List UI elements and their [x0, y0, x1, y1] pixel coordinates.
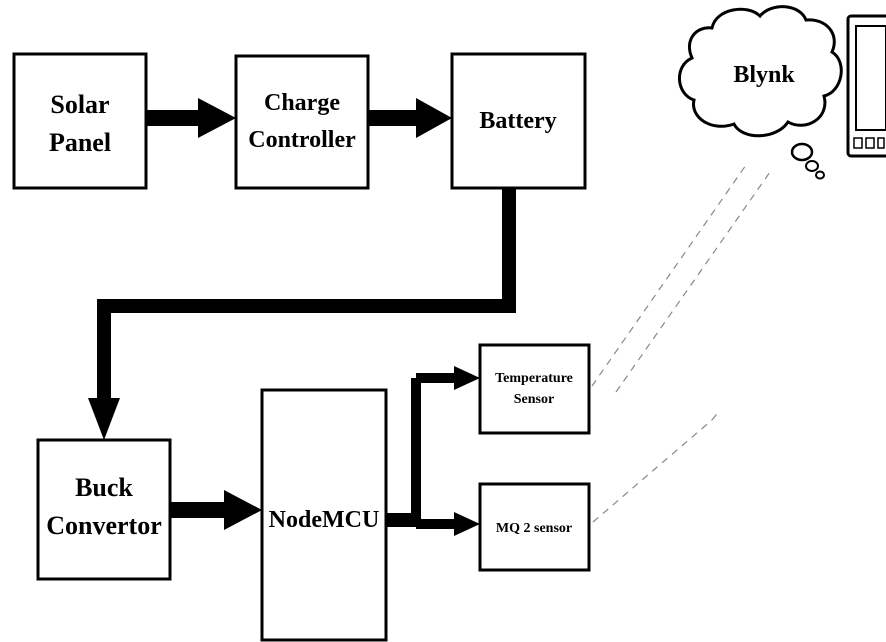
smartphone-icon	[846, 14, 886, 158]
mq2-sensor-block: MQ 2 sensor	[478, 482, 591, 572]
battery-label: Battery	[479, 108, 556, 134]
nodemcu-label: NodeMCU	[269, 507, 380, 533]
nodemcu-block: NodeMCU	[260, 388, 388, 642]
blynk-label: Blynk	[733, 62, 795, 88]
charge-controller-label-line1: Charge	[264, 90, 340, 116]
solar-panel-label-line1: Solar	[50, 90, 109, 119]
charge-controller-block: Charge Controller	[234, 54, 370, 190]
mq2-sensor-label: MQ 2 sensor	[496, 521, 572, 536]
buck-to-nodemcu-arrow	[170, 490, 262, 530]
solar-to-charge-arrow	[146, 98, 236, 138]
wireless-links	[591, 164, 771, 523]
buck-convertor-block: Buck Convertor	[36, 438, 172, 581]
temperature-sensor-block: Temperature Sensor	[478, 343, 591, 435]
battery-to-buck-connector	[88, 188, 516, 440]
buck-convertor-label-line2: Convertor	[46, 511, 162, 540]
charge-controller-label-line2: Controller	[248, 127, 356, 153]
nodemcu-to-sensors-connector	[386, 366, 480, 536]
charge-to-battery-arrow	[368, 98, 452, 138]
solar-panel-label-line2: Panel	[49, 128, 111, 157]
solar-panel-block: Solar Panel	[12, 52, 148, 190]
battery-block: Battery	[450, 52, 587, 190]
buck-convertor-label-line1: Buck	[75, 473, 133, 502]
temperature-sensor-label-line2: Sensor	[514, 392, 554, 407]
cloud-icon: Blynk	[678, 5, 843, 180]
temperature-sensor-label-line1: Temperature	[495, 371, 573, 386]
